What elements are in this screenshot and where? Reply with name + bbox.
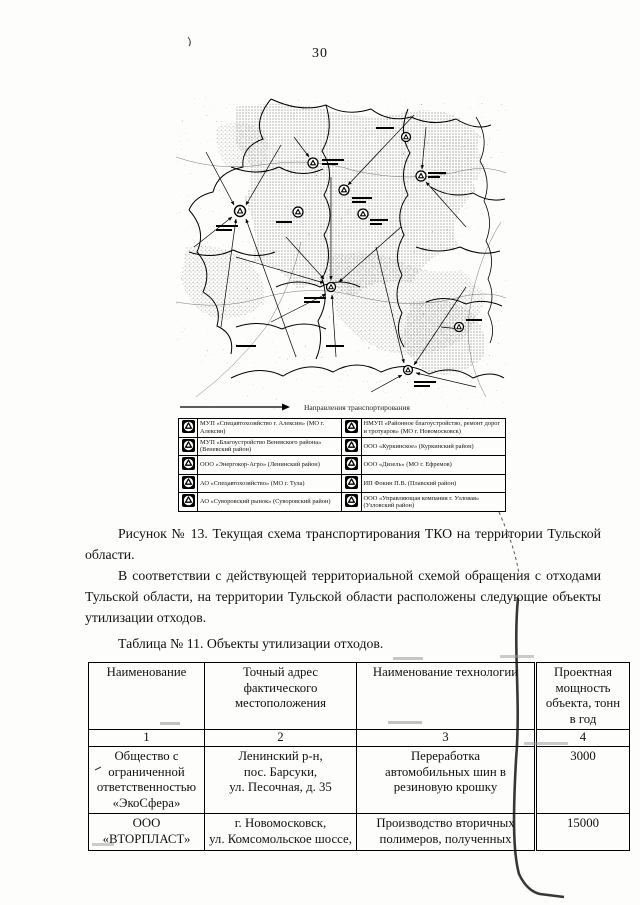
column-number-row: 1 2 3 4 — [88, 729, 630, 747]
map-legend: МУП «Спецавтохозяйство г. Алексин» (МО г… — [177, 418, 507, 512]
table-title: Таблица № 11. Объекты утилизации отходов… — [118, 636, 384, 651]
figure-caption: Рисунок № 13. Текущая схема транспортиро… — [85, 526, 601, 562]
legend-label: НМУП «Районное благоустройство, ремонт д… — [360, 418, 507, 438]
recycle-marker-icon — [177, 418, 199, 438]
header-capacity: Проектная мощность объекта, тонн в год — [534, 661, 630, 731]
legend-row: АО «Суворовский рынок» (Суворовский райо… — [177, 492, 507, 512]
table-title-block: Таблица № 11. Объекты утилизации отходов… — [85, 633, 601, 654]
utilization-objects-table: Наименование Точный адрес фактического м… — [88, 661, 630, 851]
header-address: Точный адрес фактического местоположения — [204, 661, 357, 731]
recycle-marker-icon — [341, 418, 362, 438]
cell-technology: Производство вторичных полимеров, получе… — [356, 813, 536, 851]
map-micro-labels — [216, 127, 482, 387]
cell-technology: Переработка автомобильных шин в резинову… — [356, 745, 536, 815]
column-number: 4 — [534, 729, 630, 747]
legend-label: АО «Спецавтохозяйство» (МО г. Тула) — [197, 473, 343, 494]
recycle-marker-icon — [177, 436, 199, 457]
recycle-marker-icon — [177, 455, 199, 475]
legend-label: ИП Фокин П.В. (Плавский район) — [360, 473, 507, 494]
body-paragraph: В соответствии с действующей территориал… — [85, 568, 601, 625]
cell-name: Общество с ограниченной ответственностью… — [88, 745, 205, 815]
map-facility-markers — [233, 131, 465, 376]
column-number: 1 — [88, 729, 205, 747]
legend-row: ООО «Энергокор-Агро» (Ленинский район) О… — [177, 455, 507, 475]
cell-capacity: 15000 — [534, 813, 630, 851]
legend-label: МУП «Благоустройство Веневского района» … — [197, 436, 343, 457]
legend-label: ООО «Куркинское» (Куркинский район) — [360, 436, 507, 457]
recycle-marker-icon — [341, 473, 362, 494]
legend-row: АО «Спецавтохозяйство» (МО г. Тула) ИП Ф… — [177, 473, 507, 494]
header-technology: Наименование технологии — [356, 661, 536, 731]
map-transport-arrows — [193, 114, 477, 393]
table-row: Общество с ограниченной ответственностью… — [88, 745, 630, 815]
direction-arrow-icon — [180, 403, 290, 411]
header-name: Наименование — [88, 661, 205, 731]
recycle-marker-icon — [341, 455, 362, 475]
legend-label: ООО «Управляющая компания г. Узловая» (У… — [360, 492, 507, 512]
cell-capacity: 3000 — [534, 745, 630, 815]
figure-caption-block: Рисунок № 13. Текущая схема транспортиро… — [85, 523, 601, 565]
cell-address: г. Новомосковск, ул. Комсомольское шоссе… — [204, 813, 357, 851]
legend-row: МУП «Благоустройство Веневского района» … — [177, 436, 507, 457]
cell-address: Ленинский р-н, пос. Барсуки, ул. Песочна… — [204, 745, 357, 815]
column-number: 3 — [356, 729, 536, 747]
legend-label: АО «Суворовский рынок» (Суворовский райо… — [197, 492, 343, 512]
table-header-row: Наименование Точный адрес фактического м… — [88, 661, 630, 731]
legend-label: МУП «Спецавтохозяйство г. Алексин» (МО г… — [197, 418, 343, 438]
page-number: 30 — [312, 46, 328, 61]
map-roads — [176, 156, 506, 398]
map-canvas — [176, 97, 506, 409]
cell-name: ООО «ВТОРПЛАСТ» — [88, 813, 205, 851]
recycle-marker-icon — [177, 473, 199, 494]
direction-arrow-label: Направления транспортирования — [304, 402, 410, 412]
table-row: ООО «ВТОРПЛАСТ» г. Новомосковск, ул. Ком… — [88, 813, 630, 851]
legend-label: ООО «Дизель» (МО г. Ефремов) — [360, 455, 507, 475]
direction-legend-row: Направления транспортирования — [180, 401, 506, 413]
recycle-marker-icon — [177, 492, 199, 512]
legend-label: ООО «Энергокор-Агро» (Ленинский район) — [197, 455, 343, 475]
column-number: 2 — [204, 729, 357, 747]
legend-row: МУП «Спецавтохозяйство г. Алексин» (МО г… — [177, 418, 507, 438]
recycle-marker-icon — [341, 436, 362, 457]
transport-scheme-map — [176, 97, 506, 409]
body-paragraph-block: В соответствии с действующей территориал… — [85, 565, 601, 628]
recycle-marker-icon — [341, 492, 362, 512]
map-district-boundaries — [188, 98, 506, 379]
